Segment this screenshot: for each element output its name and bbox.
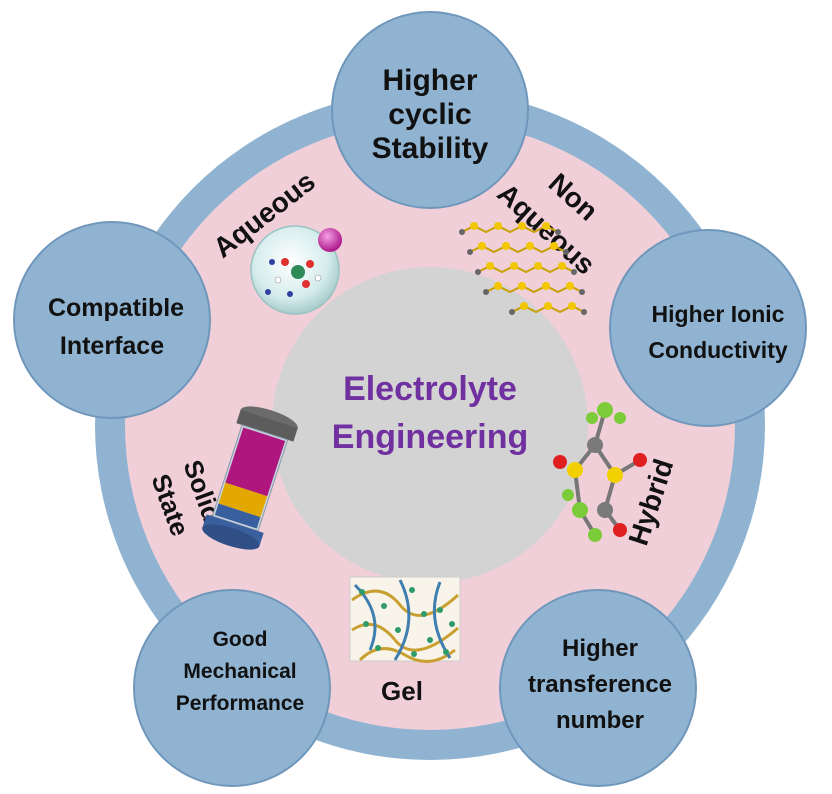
center-title-line1: Electrolyte xyxy=(343,370,517,408)
bottom-left-label-line1: Good xyxy=(213,628,268,651)
left-label-line1: Compatible xyxy=(48,294,184,322)
bottom-left-label-line2: Mechanical xyxy=(183,660,296,683)
bottom-right-label-line2: transference xyxy=(528,671,672,698)
center-title-line2: Engineering xyxy=(332,418,528,456)
satellite-left xyxy=(13,221,211,419)
top-label-line2: cyclic xyxy=(388,98,471,131)
chain-molecule-endcaps xyxy=(459,229,587,315)
satellite-bottom-right xyxy=(499,589,697,787)
chain-molecule-atoms xyxy=(470,222,576,310)
top-label-line1: Higher xyxy=(382,64,477,97)
property-labels: Higher cyclic Stability Higher Ionic Con… xyxy=(48,64,788,734)
bottom-right-label-line1: Higher xyxy=(562,635,638,662)
satellite-right xyxy=(609,229,807,427)
right-label-line2: Conductivity xyxy=(648,337,787,363)
center-title: Electrolyte Engineering xyxy=(332,370,528,456)
satellite-top xyxy=(331,11,529,209)
solid-battery-cell-icon xyxy=(202,406,298,550)
right-label-line1: Higher Ionic xyxy=(652,301,785,327)
top-label-line3: Stability xyxy=(372,132,489,165)
polymer-network-icon xyxy=(349,576,461,663)
satellite-bottom-left xyxy=(133,589,331,787)
bottom-left-label-line3: Performance xyxy=(176,692,304,715)
property-satellites xyxy=(13,11,807,787)
gel-label: Gel xyxy=(381,676,423,706)
water-molecule-sphere-icon xyxy=(250,225,342,315)
hybrid-molecule-icon xyxy=(553,402,647,542)
bottom-right-label-line3: number xyxy=(556,707,644,734)
center-disc xyxy=(272,267,588,583)
left-label-line2: Interface xyxy=(60,332,164,360)
